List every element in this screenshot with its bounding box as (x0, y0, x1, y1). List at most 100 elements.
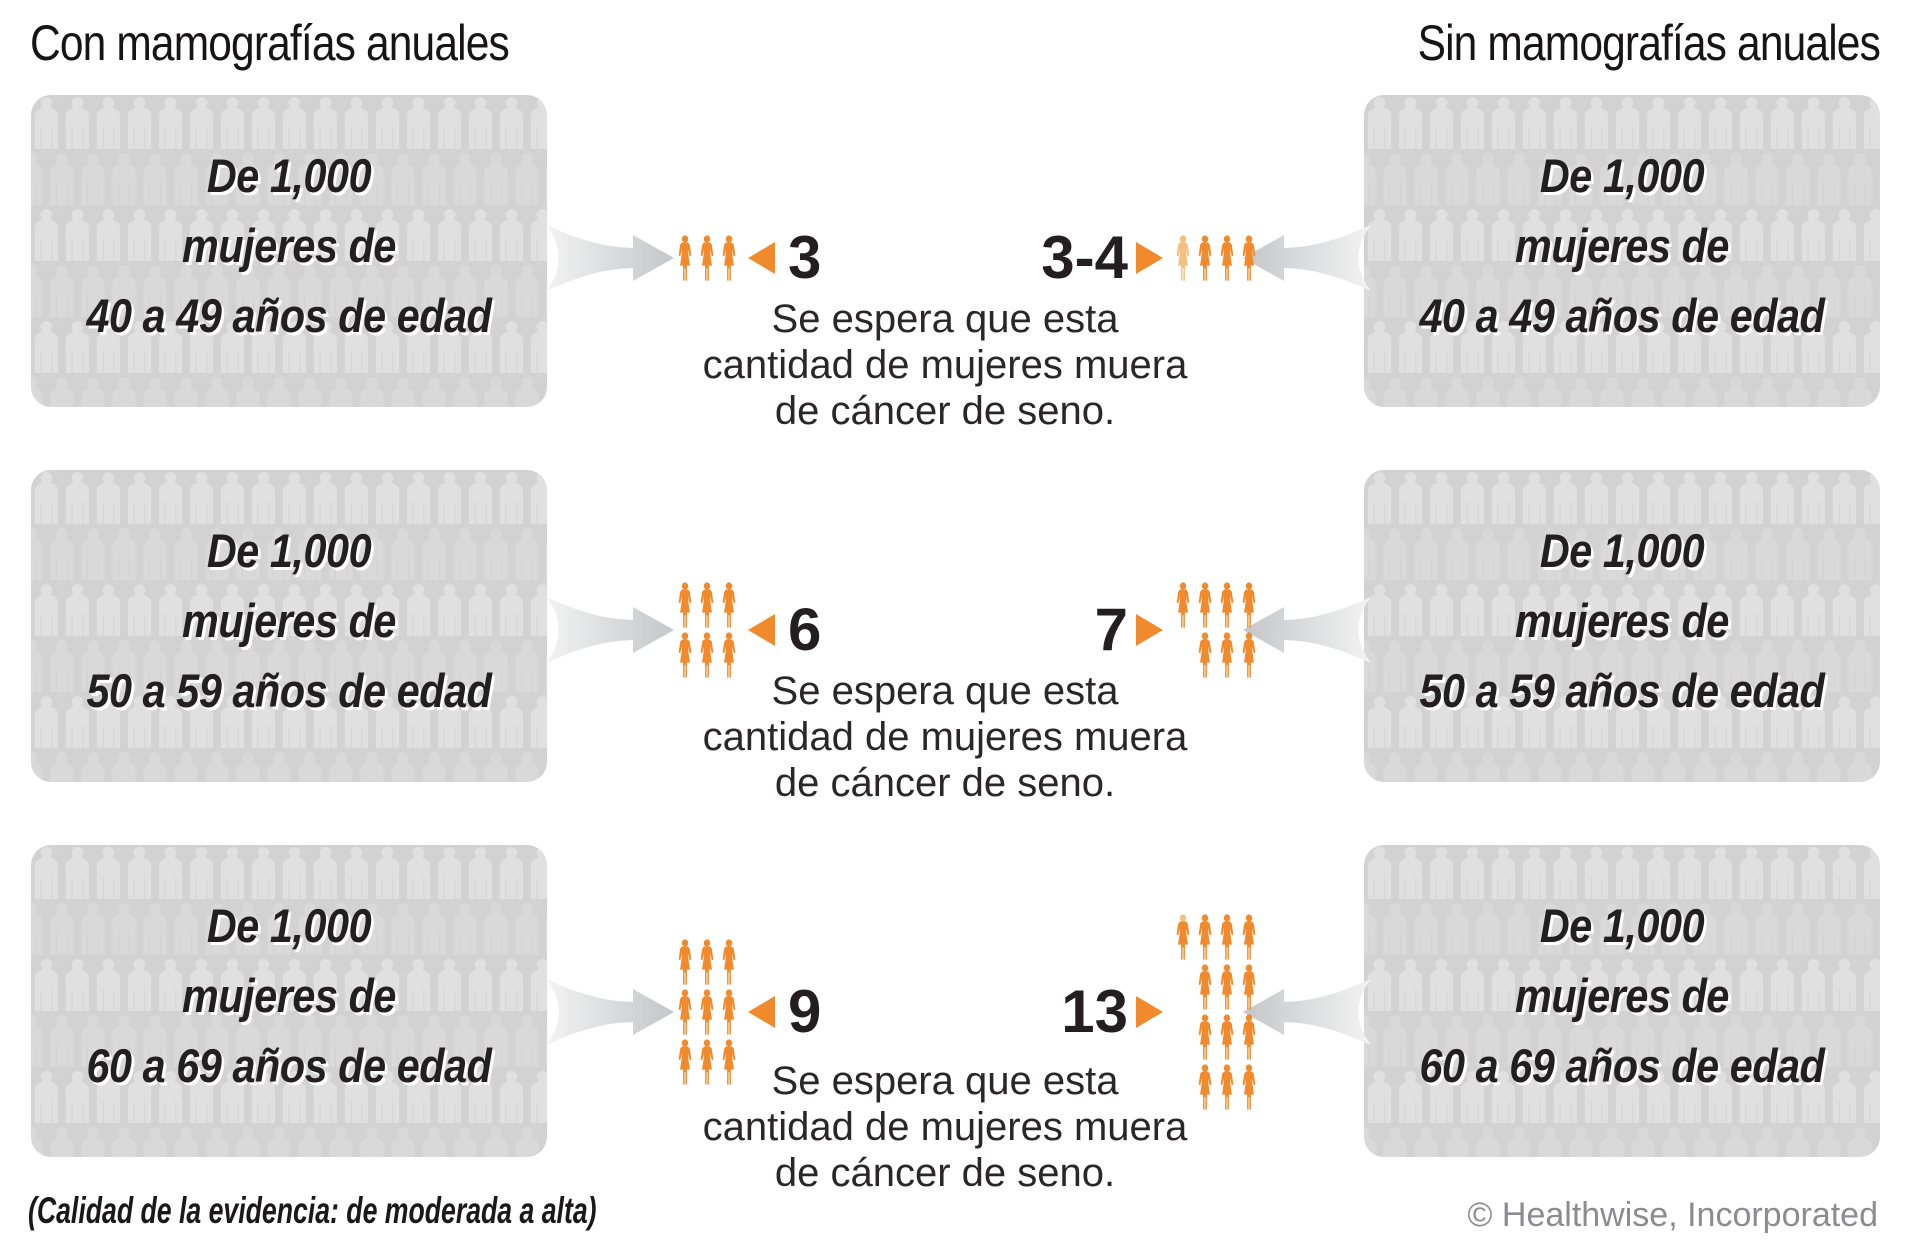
woman-icon (700, 582, 714, 628)
box-line-2: mujeres de (181, 594, 397, 647)
arrow-left-icon (1243, 979, 1371, 1045)
triangle-left-icon (748, 996, 775, 1028)
box-line-2: mujeres de (181, 969, 397, 1022)
arrow-left-icon (1243, 597, 1371, 663)
triangle-right-icon (1136, 614, 1163, 646)
woman-icon (678, 989, 692, 1035)
box-line-2: mujeres de (1514, 594, 1730, 647)
box-line-2: mujeres de (181, 219, 397, 272)
box-line-1: De 1,000 (206, 899, 372, 952)
woman-icon (1242, 235, 1256, 281)
woman-icon (722, 235, 736, 281)
arrow-right-icon (546, 979, 674, 1045)
woman-icon (1198, 914, 1212, 960)
population-box-text: De 1,000 mujeres de 60 a 69 años de edad (1395, 845, 1849, 1101)
woman-icon (678, 235, 692, 281)
woman-icon (722, 989, 736, 1035)
woman-icon (1198, 964, 1212, 1010)
row-caption: Se espera que esta cantidad de mujeres m… (560, 668, 1330, 806)
icon-group-without-50-59 (1174, 582, 1258, 678)
icon-group-without-40-49 (1174, 235, 1258, 281)
heading-without-mammograms: Sin mamografías anuales (1417, 15, 1881, 71)
crowd-pattern (31, 845, 547, 1157)
population-box-text: De 1,000 mujeres de 40 a 49 años de edad (1395, 95, 1849, 351)
triangle-right-icon (1136, 996, 1163, 1028)
caption-line-3: de cáncer de seno. (774, 1151, 1116, 1195)
woman-icon (1176, 235, 1190, 281)
population-box-without-50-59: De 1,000 mujeres de 50 a 59 años de edad (1364, 470, 1880, 782)
arrow-left-icon (1243, 225, 1371, 291)
box-line-1: De 1,000 (1539, 899, 1705, 952)
woman-icon (722, 939, 736, 985)
triangle-right-icon (1136, 242, 1163, 274)
box-line-3: 60 a 69 años de edad (86, 1039, 492, 1092)
woman-icon (1176, 582, 1190, 628)
crowd-pattern (31, 470, 547, 782)
deaths-without-count: 13 (1061, 978, 1128, 1045)
evidence-quality-note: (Calidad de la evidencia: de moderada a … (28, 1190, 597, 1231)
woman-icon (1198, 582, 1212, 628)
box-line-3: 60 a 69 años de edad (1419, 1039, 1825, 1092)
population-box-text: De 1,000 mujeres de 50 a 59 años de edad (62, 470, 516, 726)
population-box-with-60-69: De 1,000 mujeres de 60 a 69 años de edad (31, 845, 547, 1157)
box-line-3: 50 a 59 años de edad (86, 664, 492, 717)
woman-icon (1242, 1014, 1256, 1060)
population-box-without-40-49: De 1,000 mujeres de 40 a 49 años de edad (1364, 95, 1880, 407)
caption-line-3: de cáncer de seno. (774, 761, 1116, 805)
population-box-text: De 1,000 mujeres de 50 a 59 años de edad (1395, 470, 1849, 726)
woman-icon (1220, 235, 1234, 281)
copyright-text: © Healthwise, Incorporated (1467, 1196, 1878, 1234)
box-line-3: 40 a 49 años de edad (1419, 289, 1825, 342)
heading-with-mammograms: Con mamografías anuales (30, 15, 510, 71)
population-box-text: De 1,000 mujeres de 40 a 49 años de edad (62, 95, 516, 351)
woman-icon (722, 582, 736, 628)
woman-icon (1220, 1014, 1234, 1060)
triangle-left-icon (748, 614, 775, 646)
box-line-1: De 1,000 (1539, 524, 1705, 577)
caption-line-3: de cáncer de seno. (774, 389, 1116, 433)
caption-line-1: Se espera que esta (771, 1059, 1119, 1103)
population-box-with-40-49: De 1,000 mujeres de 40 a 49 años de edad (31, 95, 547, 407)
box-line-2: mujeres de (1514, 219, 1730, 272)
woman-icon (1220, 582, 1234, 628)
deaths-with-count: 3 (788, 224, 822, 291)
box-line-3: 40 a 49 años de edad (86, 289, 492, 342)
box-line-3: 50 a 59 años de edad (1419, 664, 1825, 717)
deaths-without-count: 3-4 (1041, 224, 1128, 291)
arrow-right-icon (546, 597, 674, 663)
population-box-without-60-69: De 1,000 mujeres de 60 a 69 años de edad (1364, 845, 1880, 1157)
population-box-text: De 1,000 mujeres de 60 a 69 años de edad (62, 845, 516, 1101)
deaths-without-count: 7 (1094, 596, 1128, 663)
woman-icon (678, 939, 692, 985)
woman-icon (1176, 914, 1190, 960)
crowd-pattern (1364, 845, 1880, 1157)
box-line-2: mujeres de (1514, 969, 1730, 1022)
woman-icon (700, 939, 714, 985)
caption-line-1: Se espera que esta (771, 297, 1119, 341)
box-line-1: De 1,000 (206, 149, 372, 202)
woman-icon (1220, 964, 1234, 1010)
box-line-1: De 1,000 (1539, 149, 1705, 202)
woman-icon (700, 989, 714, 1035)
icon-group-with-50-59 (676, 582, 738, 678)
woman-icon (1220, 914, 1234, 960)
caption-line-2: cantidad de mujeres muera (702, 1105, 1188, 1149)
deaths-with-count: 6 (788, 596, 822, 663)
row-caption: Se espera que esta cantidad de mujeres m… (560, 296, 1330, 434)
crowd-pattern (31, 95, 547, 407)
population-box-with-50-59: De 1,000 mujeres de 50 a 59 años de edad (31, 470, 547, 782)
woman-icon (1242, 964, 1256, 1010)
box-line-1: De 1,000 (206, 524, 372, 577)
woman-icon (1242, 914, 1256, 960)
caption-line-2: cantidad de mujeres muera (702, 343, 1188, 387)
woman-icon (700, 235, 714, 281)
woman-icon (1242, 582, 1256, 628)
row-caption: Se espera que esta cantidad de mujeres m… (560, 1058, 1330, 1196)
woman-icon (1198, 1014, 1212, 1060)
triangle-left-icon (748, 242, 775, 274)
crowd-pattern (1364, 470, 1880, 782)
crowd-pattern (1364, 95, 1880, 407)
icon-group-with-40-49 (676, 235, 738, 281)
woman-icon (678, 582, 692, 628)
